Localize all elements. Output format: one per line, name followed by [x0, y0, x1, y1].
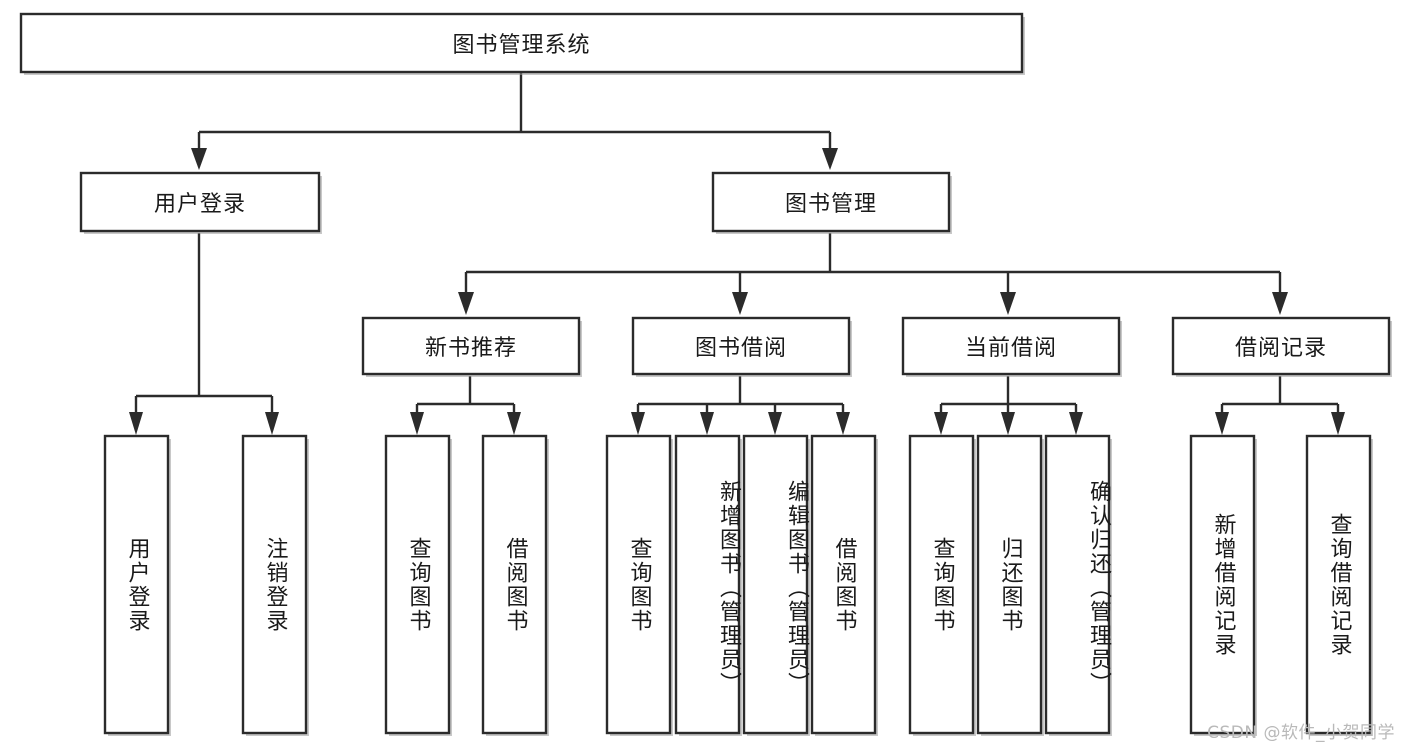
- arrowhead-book-borrow: [732, 292, 748, 315]
- arrowhead-leaf-add-book: [700, 412, 714, 435]
- arrowhead-leaf-query-book-1: [410, 412, 424, 435]
- connector-layer: [129, 73, 1345, 435]
- node-borrow-record[interactable]: [1171, 316, 1391, 376]
- node-leaf-query-record[interactable]: [1305, 434, 1372, 735]
- node-leaf-return-book[interactable]: [976, 434, 1043, 735]
- arrowhead-leaf-query-record: [1331, 412, 1345, 435]
- node-leaf-borrow-book-2[interactable]: [810, 434, 877, 735]
- node-book-borrow[interactable]: [631, 316, 851, 376]
- arrowhead-leaf-return-book: [1001, 412, 1015, 435]
- arrowhead-current-borrow: [1000, 292, 1016, 315]
- node-leaf-query-book-2[interactable]: [605, 434, 672, 735]
- node-leaf-confirm-return[interactable]: [1044, 434, 1111, 735]
- arrowhead-leaf-query-book-3: [934, 412, 948, 435]
- box-layer: [19, 12, 1391, 735]
- node-user-login[interactable]: [79, 171, 321, 233]
- node-root[interactable]: [19, 12, 1024, 74]
- node-leaf-user-login[interactable]: [103, 434, 170, 735]
- node-book-manage[interactable]: [711, 171, 951, 233]
- node-new-book-recommend[interactable]: [361, 316, 581, 376]
- arrowhead-leaf-query-book-2: [631, 412, 645, 435]
- node-leaf-query-book-1[interactable]: [384, 434, 451, 735]
- node-leaf-borrow-book-1[interactable]: [481, 434, 548, 735]
- arrowhead-user-login: [191, 148, 207, 170]
- node-leaf-query-book-3[interactable]: [908, 434, 975, 735]
- arrowhead-leaf-borrow-book-1: [507, 412, 521, 435]
- node-leaf-add-record[interactable]: [1189, 434, 1256, 735]
- node-current-borrow[interactable]: [901, 316, 1121, 376]
- arrowhead-leaf-confirm-return: [1069, 412, 1083, 435]
- arrowhead-new-book: [458, 292, 474, 315]
- node-leaf-add-book[interactable]: [674, 434, 741, 735]
- arrowhead-leaf-logout: [265, 412, 279, 435]
- arrowhead-leaf-edit-book: [768, 412, 782, 435]
- arrowhead-leaf-user-login: [129, 412, 143, 435]
- node-leaf-edit-book[interactable]: [742, 434, 809, 735]
- csdn-watermark: CSDN @软件_小贺同学: [1207, 723, 1395, 743]
- arrowhead-leaf-add-record: [1215, 412, 1229, 435]
- arrowhead-leaf-borrow-book-2: [836, 412, 850, 435]
- arrowhead-borrow-record: [1272, 292, 1288, 315]
- arrowhead-book-manage: [822, 148, 838, 170]
- node-leaf-logout[interactable]: [241, 434, 308, 735]
